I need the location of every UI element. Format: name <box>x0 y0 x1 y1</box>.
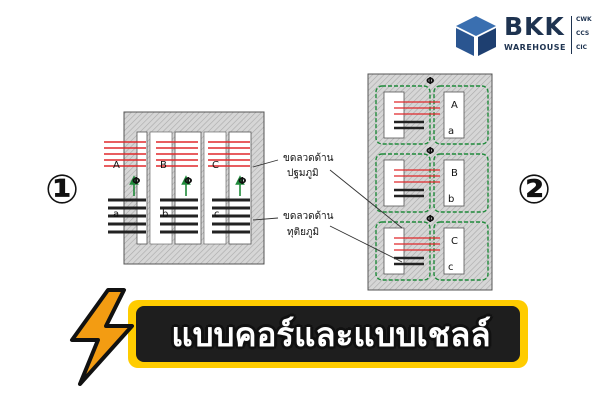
leg-label-c1s: c <box>214 209 220 220</box>
lightning-bolt-icon <box>70 288 134 386</box>
leg-label-b2: B <box>451 168 458 179</box>
cube-icon <box>456 16 496 56</box>
flux-symbol-2c: Φ <box>426 214 435 225</box>
shell-type-diagram <box>367 73 493 291</box>
leg-label-a2: A <box>451 100 458 111</box>
logo-divider <box>571 16 572 54</box>
leg-label-c2s: c <box>448 262 454 273</box>
banner <box>70 288 528 386</box>
leg-label-b1: B <box>160 160 167 171</box>
leg-label-c2: C <box>451 236 458 247</box>
banner-title: แบบคอร์และแบบเชลล์ <box>171 315 491 354</box>
logo-side-1: CWK <box>576 16 592 23</box>
leg-label-b1s: b <box>162 209 169 220</box>
leader-lines <box>252 159 403 263</box>
leg-label-a1s: a <box>113 209 120 220</box>
logo-side-3: CIC <box>576 44 588 51</box>
flux-symbol-1b: Φ <box>184 176 193 187</box>
flux-symbol-1a: Φ <box>132 176 141 187</box>
diagram-number-1: ① <box>45 167 79 213</box>
flux-symbol-2a: Φ <box>426 76 435 87</box>
flux-symbol-1c: Φ <box>238 176 247 187</box>
logo-side-2: CCS <box>576 30 590 37</box>
primary-label-line2: ปฐมภูมิ <box>287 168 319 179</box>
bkk-logo: BKK WAREHOUSE CWK CCS CIC <box>452 12 592 60</box>
diagram-number-2: ② <box>517 167 551 213</box>
primary-label-line1: ขดลวดด้าน <box>283 153 334 164</box>
leg-label-a1: A <box>113 160 120 171</box>
secondary-label-line2: ทุติยภูมิ <box>287 227 320 238</box>
logo-name: BKK <box>504 12 565 41</box>
core-type-diagram <box>104 111 265 265</box>
leg-label-c1: C <box>212 160 219 171</box>
leg-label-b2s: b <box>448 194 455 205</box>
leg-label-a2s: a <box>448 126 455 137</box>
secondary-label-line1: ขดลวดด้าน <box>283 211 334 222</box>
logo-subtitle: WAREHOUSE <box>504 43 566 52</box>
flux-symbol-2b: Φ <box>426 146 435 157</box>
